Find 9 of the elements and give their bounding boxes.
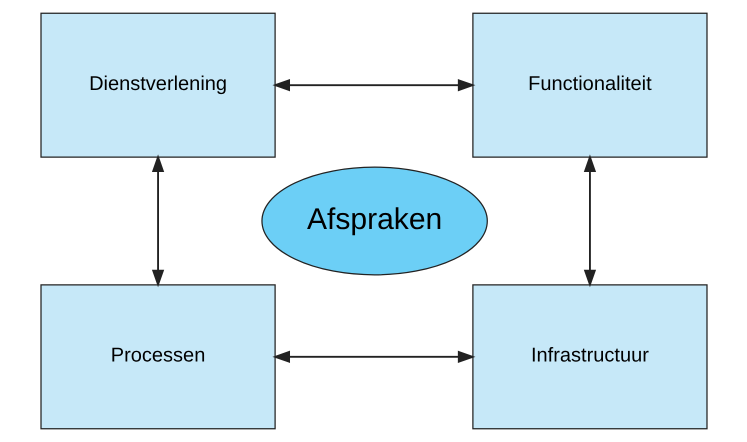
arrow — [583, 154, 596, 288]
node-box: Infrastructuur — [472, 284, 708, 430]
node-box: Dienstverlening — [40, 12, 276, 158]
arrow — [272, 350, 475, 363]
node-box: Processen — [40, 284, 276, 430]
node-ellipse: Afspraken — [260, 166, 488, 276]
arrow — [151, 154, 164, 288]
node-box: Functionaliteit — [472, 12, 708, 158]
arrow — [272, 79, 475, 92]
